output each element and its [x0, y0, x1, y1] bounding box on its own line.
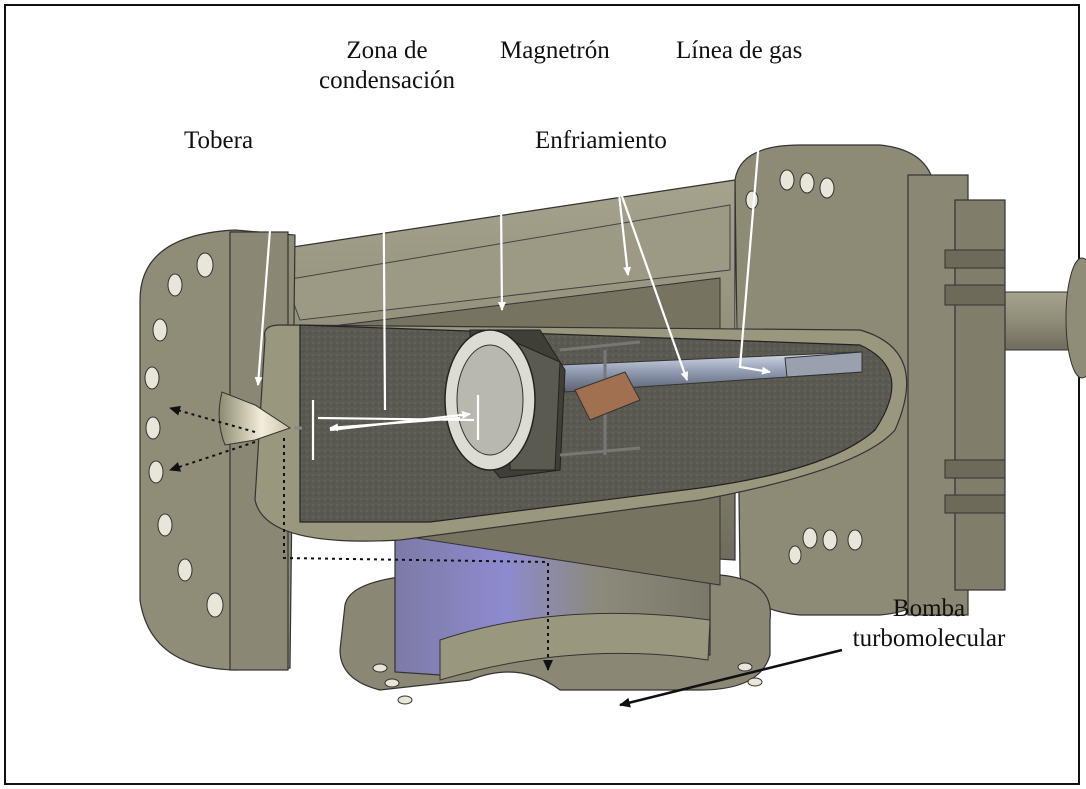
label-enfriamiento: Enfriamiento [535, 127, 667, 154]
white-leader-lines [254, 87, 771, 460]
gas-flow-arrows [169, 405, 553, 671]
label-linea-de-gas: Línea de gas [676, 37, 803, 64]
magnetron [444, 329, 641, 479]
label-tobera: Tobera [184, 127, 254, 154]
label-bomba-line1: Bomba [892, 595, 966, 622]
pump-label-arrow [619, 648, 843, 708]
outlet-pipe [994, 257, 1086, 379]
label-bomba-turbomolecular: Bomba turbomolecular [834, 594, 1024, 654]
label-zona-line1: Zona de [346, 37, 428, 64]
nozzle [218, 391, 302, 446]
label-zona-de-condensacion: Zona de condensación [300, 36, 474, 96]
label-magnetron: Magnetrón [500, 37, 610, 64]
label-zona-line2: condensación [318, 67, 456, 94]
gas-line-tube [559, 351, 863, 393]
label-bomba-line2: turbomolecular [852, 625, 1006, 652]
